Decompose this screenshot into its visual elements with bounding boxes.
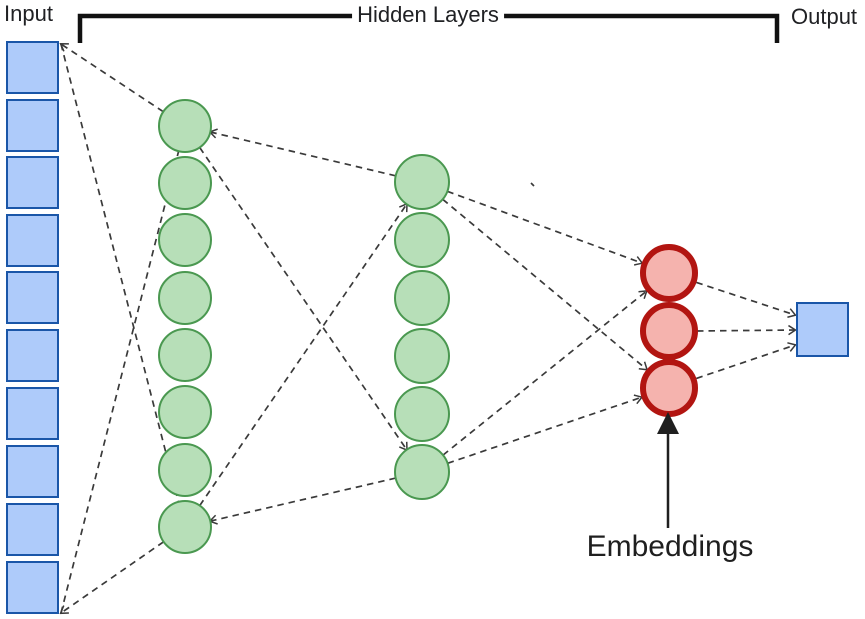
stray-mark <box>530 182 535 187</box>
embeddings-pointer-arrow <box>657 412 679 528</box>
connector-line <box>210 477 396 521</box>
connector-line <box>210 132 396 177</box>
output-node <box>796 302 849 357</box>
connector-line <box>442 291 646 456</box>
embeddings-label: Embeddings <box>586 530 754 563</box>
hidden2-node <box>394 270 450 326</box>
hidden1-node <box>158 156 212 210</box>
hidden1-node <box>158 99 212 153</box>
hidden2-node <box>394 154 450 210</box>
input-node <box>6 561 59 614</box>
input-node <box>6 445 59 498</box>
input-node <box>6 41 59 94</box>
connector-line <box>696 281 795 315</box>
hidden1-node <box>158 385 212 439</box>
input-label: Input <box>4 1 53 26</box>
embedding-node <box>640 244 698 302</box>
input-node <box>6 271 59 324</box>
output-label: Output <box>791 4 858 29</box>
hidden1-node <box>158 271 212 325</box>
connector-line <box>60 150 180 614</box>
connector-line <box>447 190 642 263</box>
hidden1-node <box>158 328 212 382</box>
hidden-layers-label: Hidden Layers <box>352 2 504 28</box>
input-node <box>6 156 59 209</box>
connector-line <box>60 43 180 503</box>
connector-line <box>696 330 795 331</box>
network-nodes <box>6 41 849 614</box>
input-node <box>6 503 59 556</box>
pointer-triangle <box>657 412 679 434</box>
connector-line <box>447 397 642 465</box>
connector-line <box>61 44 164 113</box>
embedding-node <box>640 302 698 360</box>
connector-line <box>442 198 647 369</box>
input-node <box>6 99 59 152</box>
hidden1-node <box>158 213 212 267</box>
hidden1-node <box>158 500 212 554</box>
hidden2-node <box>394 328 450 384</box>
input-node <box>6 387 59 440</box>
hidden2-node <box>394 212 450 268</box>
hidden2-node <box>394 444 450 500</box>
connector-line <box>198 204 407 507</box>
connector-line <box>198 147 407 450</box>
connector-lines <box>61 44 795 613</box>
hidden1-node <box>158 443 212 497</box>
connector-line <box>696 345 795 380</box>
input-node <box>6 329 59 382</box>
input-node <box>6 214 59 267</box>
embedding-node <box>640 359 698 417</box>
connector-line <box>61 541 165 613</box>
hidden2-node <box>394 386 450 442</box>
